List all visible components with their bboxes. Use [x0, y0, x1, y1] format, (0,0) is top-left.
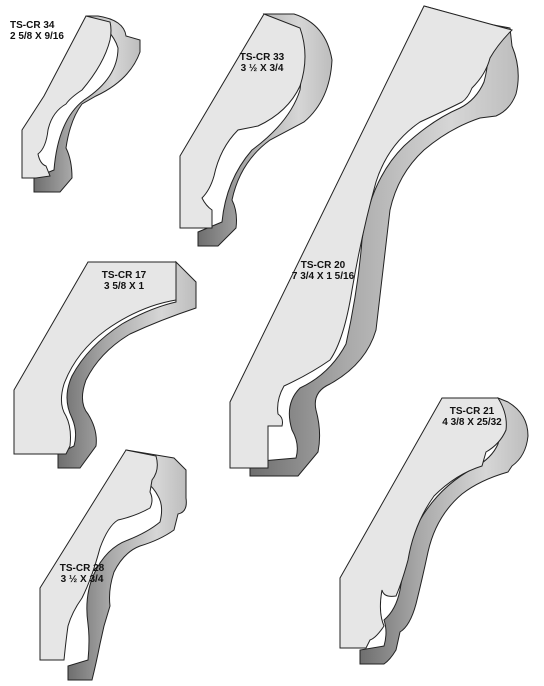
profile-size: 3 ½ X 3/4: [60, 574, 104, 585]
label-ts-cr-28: TS-CR 28 3 ½ X 3/4: [52, 563, 112, 585]
molding-face: [39, 449, 158, 661]
label-ts-cr-17: TS-CR 17 3 5/8 X 1: [94, 270, 154, 292]
profile-code: TS-CR 28: [59, 563, 105, 574]
label-ts-cr-21: TS-CR 21 4 3/8 X 25/32: [438, 406, 506, 428]
profile-code: TS-CR 20: [300, 260, 346, 271]
molding-side: [249, 5, 519, 477]
molding-face: [21, 15, 112, 179]
label-ts-cr-34: TS-CR 34 2 5/8 X 9/16: [10, 20, 74, 42]
molding-face: [339, 397, 507, 649]
molding-side: [359, 397, 529, 665]
molding-ts-cr-17: [13, 260, 197, 469]
molding-face: [13, 261, 177, 455]
profile-size: 3 5/8 X 1: [103, 281, 145, 292]
label-ts-cr-20: TS-CR 20 7 3/4 X 1 5/16: [278, 260, 368, 282]
molding-ts-cr-33: [179, 13, 333, 247]
profile-size: 4 3/8 X 25/32: [442, 417, 502, 428]
molding-face: [229, 5, 513, 469]
label-ts-cr-33: TS-CR 33 3 ½ X 3/4: [232, 52, 292, 74]
profile-code: TS-CR 33: [239, 52, 285, 63]
profile-code: TS-CR 21: [449, 406, 495, 417]
molding-ts-cr-28: [39, 449, 187, 681]
profile-code: TS-CR 17: [101, 270, 147, 281]
molding-side: [67, 449, 187, 681]
profile-size: 3 ½ X 3/4: [240, 63, 284, 74]
molding-ts-cr-20: [229, 5, 519, 477]
molding-side: [197, 13, 333, 247]
molding-ts-cr-21: [339, 397, 529, 665]
profile-size: 7 3/4 X 1 5/16: [291, 271, 355, 282]
molding-side: [57, 260, 197, 469]
molding-ts-cr-34: [21, 15, 141, 193]
profile-code: TS-CR 34: [10, 20, 55, 31]
molding-face: [179, 13, 306, 229]
molding-side: [33, 15, 141, 193]
profile-size: 2 5/8 X 9/16: [10, 31, 64, 42]
